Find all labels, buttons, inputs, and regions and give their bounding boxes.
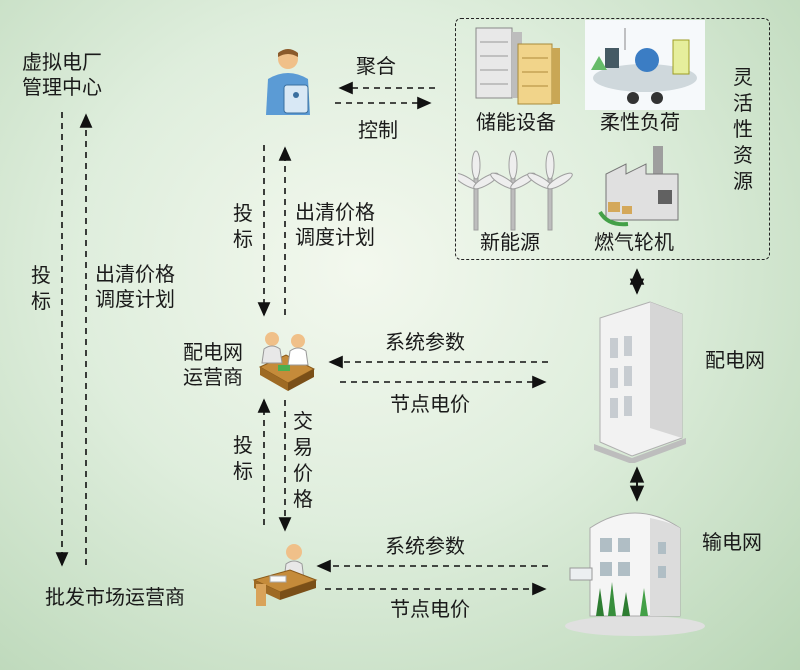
node-price-2-label: 节点电价 — [390, 597, 470, 621]
dist-operator-label: 配电网运营商 — [183, 340, 243, 389]
storage-device-icon — [475, 27, 560, 105]
node-price-1-label: 节点电价 — [390, 392, 470, 416]
sys-params-1-label: 系统参数 — [385, 330, 465, 354]
aggregate-label: 聚合 — [356, 54, 396, 78]
clear-left-label: 出清价格调度计划 — [95, 262, 175, 311]
flexible-resources-group — [455, 18, 770, 260]
gas-turbine-label: 燃气轮机 — [594, 230, 674, 254]
bid-low-label: 投标 — [233, 433, 253, 483]
bid-mid-label: 投标 — [233, 201, 253, 251]
wholesale-operator-icon — [252, 544, 318, 606]
renewable-energy-icon — [458, 150, 573, 231]
control-label: 控制 — [358, 118, 398, 142]
clear-mid-label: 出清价格调度计划 — [295, 200, 375, 249]
vpp-center-label: 虚拟电厂管理中心 — [22, 50, 102, 99]
dist-grid-label: 配电网 — [705, 348, 765, 372]
storage-label: 储能设备 — [476, 110, 556, 134]
flexible-resources-label: 灵活性资源 — [733, 65, 753, 193]
flexible-load-icon — [585, 20, 705, 110]
sys-params-2-label: 系统参数 — [385, 534, 465, 558]
gas-turbine-icon — [598, 146, 679, 227]
bid-left-label: 投标 — [31, 263, 51, 313]
wholesale-operator-label: 批发市场运营商 — [45, 585, 185, 609]
dist-grid-building-icon — [594, 301, 686, 463]
flexible-load-label: 柔性负荷 — [600, 110, 680, 134]
vpp-operator-icon — [266, 49, 310, 115]
trans-grid-label: 输电网 — [702, 530, 762, 554]
trade-price-label: 交易价格 — [293, 409, 313, 511]
dist-operator-icon — [258, 332, 316, 391]
renewables-label: 新能源 — [480, 230, 540, 254]
trans-grid-building-icon — [565, 512, 705, 636]
